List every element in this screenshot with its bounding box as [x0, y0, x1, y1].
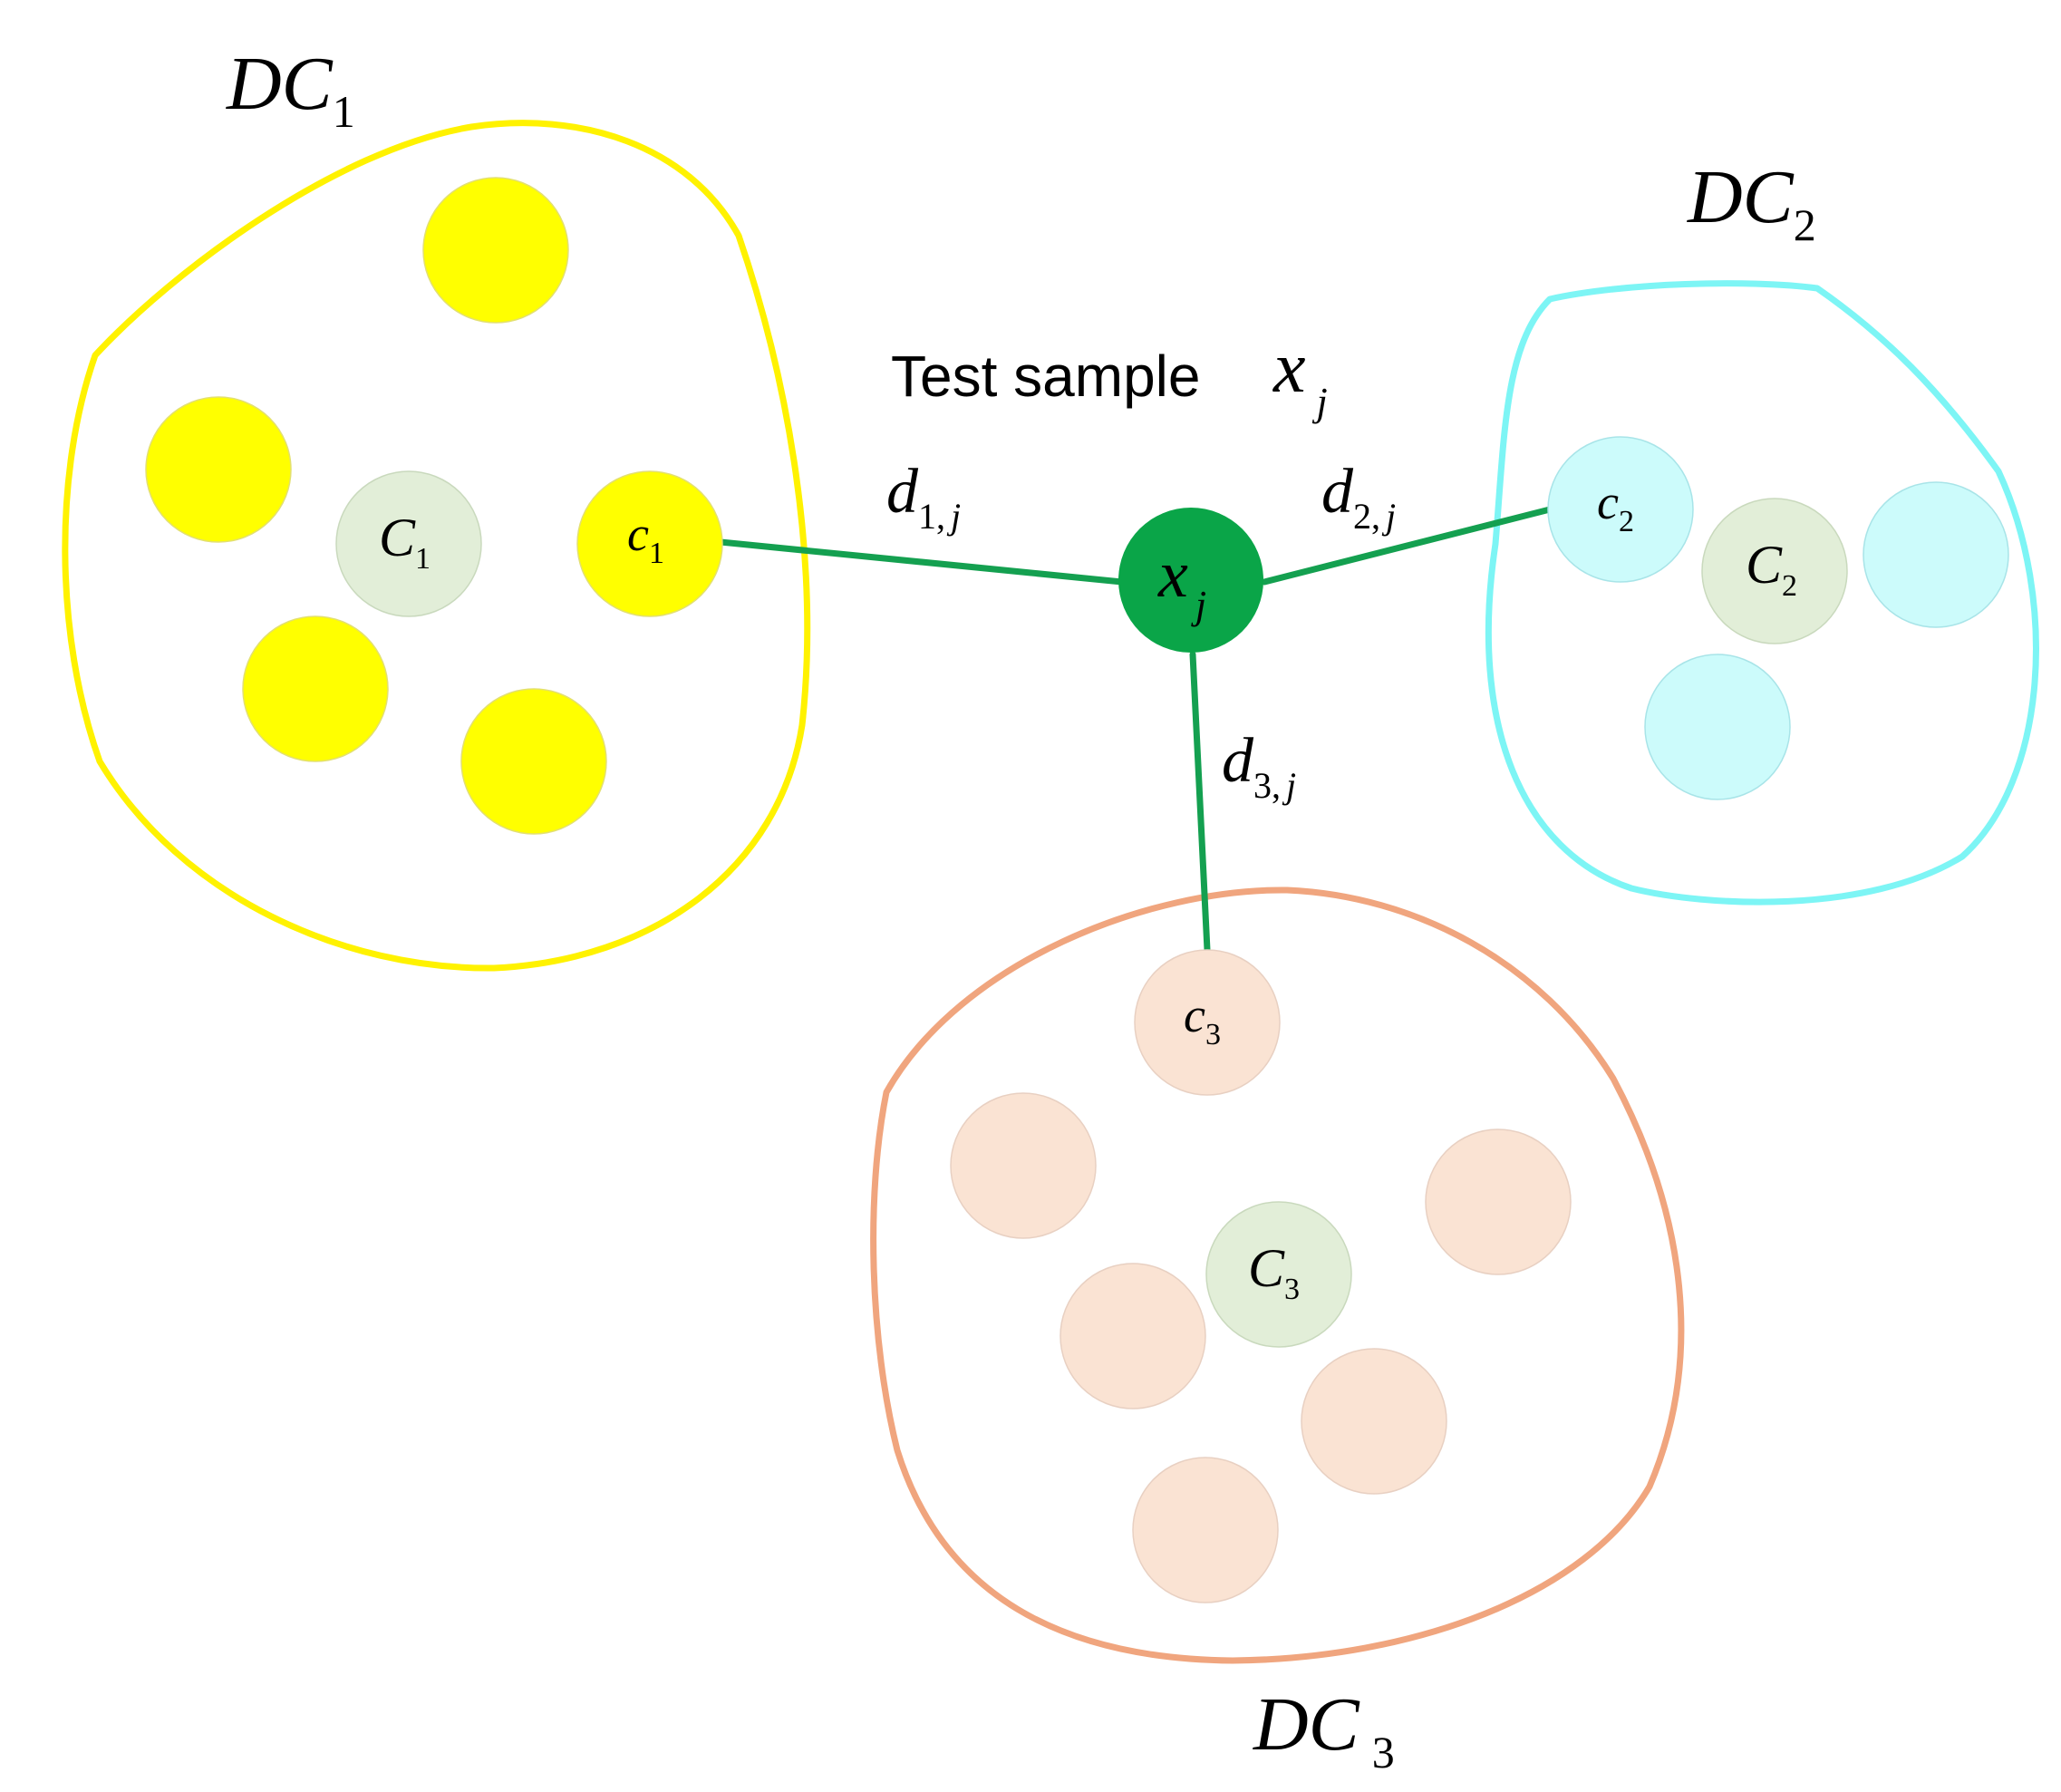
d3-label: d3,j [1222, 726, 1296, 806]
dc3-sample [1060, 1263, 1206, 1409]
dc3-sample [1132, 1457, 1279, 1603]
c1-label: c1 [627, 507, 664, 570]
dc3-nearest-sample [1134, 949, 1281, 1096]
dc1-sample [460, 688, 607, 835]
test-sample-node [1118, 508, 1263, 653]
d2-label: d2,j [1321, 457, 1396, 537]
dc1-label: DC1 [226, 42, 355, 137]
dc1-sample [242, 615, 389, 762]
dc2-nearest-sample [1547, 436, 1694, 583]
dc2-boundary [1485, 280, 2039, 906]
dc1-boundary [62, 120, 811, 972]
dc1-samples [145, 177, 723, 835]
C2-label: C2 [1746, 535, 1797, 603]
dc2-sample [1863, 481, 2009, 628]
dc3-sample [1301, 1348, 1447, 1495]
dc1-sample [145, 396, 292, 543]
link-c1-xj [717, 538, 1126, 586]
dc2-label: DC2 [1687, 155, 1816, 250]
dc1-centroid [335, 470, 482, 617]
c2-label: c2 [1597, 475, 1634, 538]
test-sample-caption: Test sample [891, 344, 1200, 409]
c3-label: c3 [1184, 988, 1221, 1051]
dc1-sample [422, 177, 569, 324]
dc3-sample [950, 1092, 1097, 1239]
dc2-centroid [1701, 498, 1848, 644]
d1-label: d1,j [886, 457, 961, 537]
C3-label: C3 [1248, 1238, 1300, 1306]
dc3-samples [950, 949, 1572, 1603]
dc3-centroid [1205, 1201, 1352, 1348]
dc2-sample [1644, 654, 1791, 800]
dc3-boundary [870, 886, 1685, 1664]
link-xj-c3 [1189, 651, 1211, 954]
dc1-nearest-sample [576, 470, 723, 617]
dc3-sample [1425, 1128, 1572, 1275]
dc2-samples [1547, 436, 2009, 800]
C1-label: C1 [379, 508, 431, 576]
link-xj-c2 [1261, 506, 1553, 586]
